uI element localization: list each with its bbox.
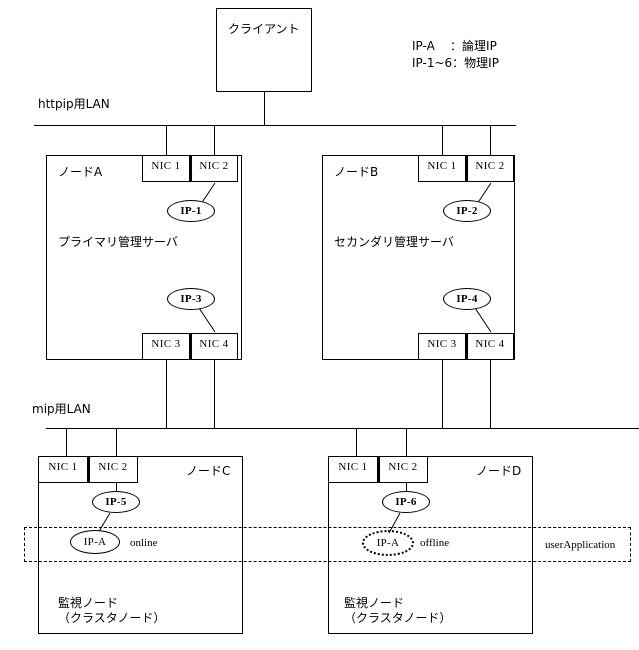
node-b-box	[322, 155, 515, 360]
node-a-ip1-badge: IP-1	[167, 200, 215, 222]
node-c-ip5-badge: IP-5	[92, 491, 140, 513]
mip-drop-c-nic1	[66, 428, 67, 456]
node-c-ipa-badge: IP-A	[70, 530, 120, 554]
node-c-nic-divider	[88, 456, 90, 483]
node-c-box	[38, 456, 243, 634]
node-a-nic-divider-top	[190, 155, 192, 182]
lan-drop-b-nic2	[490, 125, 491, 155]
node-a-label: ノードA	[58, 165, 103, 179]
httpip-lan-label: httpip用LAN	[38, 97, 110, 111]
node-d-ip6-badge: IP-6	[382, 491, 430, 513]
node-a-nic3: NIC 3	[142, 333, 190, 360]
user-application-band	[24, 527, 631, 562]
mip-drop-c-nic2	[116, 428, 117, 456]
lan-drop-a-nic2	[214, 125, 215, 155]
node-a-nic-divider-bottom	[190, 333, 192, 360]
httpip-lan-bus	[34, 125, 516, 126]
node-d-ipa-badge: IP-A	[362, 530, 414, 556]
node-a-nic1: NIC 1	[142, 155, 190, 182]
node-d-nic-divider	[378, 456, 380, 483]
node-d-nic2-to-ip6	[406, 483, 407, 497]
node-d-role-line1: 監視ノード	[344, 596, 405, 610]
mip-lan-label: mip用LAN	[32, 402, 91, 416]
node-b-nic3: NIC 3	[418, 333, 466, 360]
node-b-nic2: NIC 2	[466, 155, 514, 182]
node-c-role-line2: （クラスタノード）	[58, 611, 166, 625]
node-c-nic1: NIC 1	[38, 456, 88, 483]
node-a-nic4: NIC 4	[190, 333, 238, 360]
mip-drop-d-nic1	[356, 428, 357, 456]
node-b-role: セカンダリ管理サーバ	[334, 235, 454, 249]
client-label: クライアント	[228, 22, 300, 36]
node-b-nic-divider-bottom	[466, 333, 468, 360]
node-d-nic2: NIC 2	[378, 456, 428, 483]
node-c-nic2: NIC 2	[88, 456, 138, 483]
node-b-nic-divider-top	[466, 155, 468, 182]
node-d-role-line2: （クラスタノード）	[344, 611, 452, 625]
mip-drop-d-nic2	[406, 428, 407, 456]
node-c-label: ノードC	[186, 464, 231, 478]
node-b-ip4-badge: IP-4	[443, 288, 491, 310]
lan-drop-b-nic1	[442, 125, 443, 155]
node-c-nic2-to-ip5	[116, 483, 117, 497]
node-a-nic3-to-mip	[166, 360, 167, 428]
node-b-nic4-to-mip	[490, 360, 491, 428]
node-d-state-label: offline	[420, 537, 450, 549]
node-b-nic4: NIC 4	[466, 333, 514, 360]
legend-physical-ip: IP-1~6：物理IP	[412, 56, 499, 70]
node-c-state-label: online	[130, 537, 158, 549]
legend-logical-ip: IP-A ：論理IP	[412, 39, 497, 53]
node-d-label: ノードD	[476, 464, 522, 478]
node-d-box	[328, 456, 533, 634]
lan-drop-a-nic1	[166, 125, 167, 155]
node-a-nic4-to-mip	[214, 360, 215, 428]
node-d-nic1: NIC 1	[328, 456, 378, 483]
node-a-box	[46, 155, 242, 360]
node-b-nic3-to-mip	[442, 360, 443, 428]
node-c-role-line1: 監視ノード	[58, 596, 119, 610]
client-to-lan-link	[264, 92, 265, 125]
node-a-role: プライマリ管理サーバ	[58, 235, 178, 249]
node-b-label: ノードB	[334, 165, 379, 179]
user-application-label: userApplication	[545, 539, 616, 551]
node-a-ip3-badge: IP-3	[167, 288, 215, 310]
node-b-nic1: NIC 1	[418, 155, 466, 182]
node-b-ip2-badge: IP-2	[443, 200, 491, 222]
mip-lan-bus	[46, 428, 639, 429]
client-box	[216, 8, 312, 92]
node-a-nic2: NIC 2	[190, 155, 238, 182]
